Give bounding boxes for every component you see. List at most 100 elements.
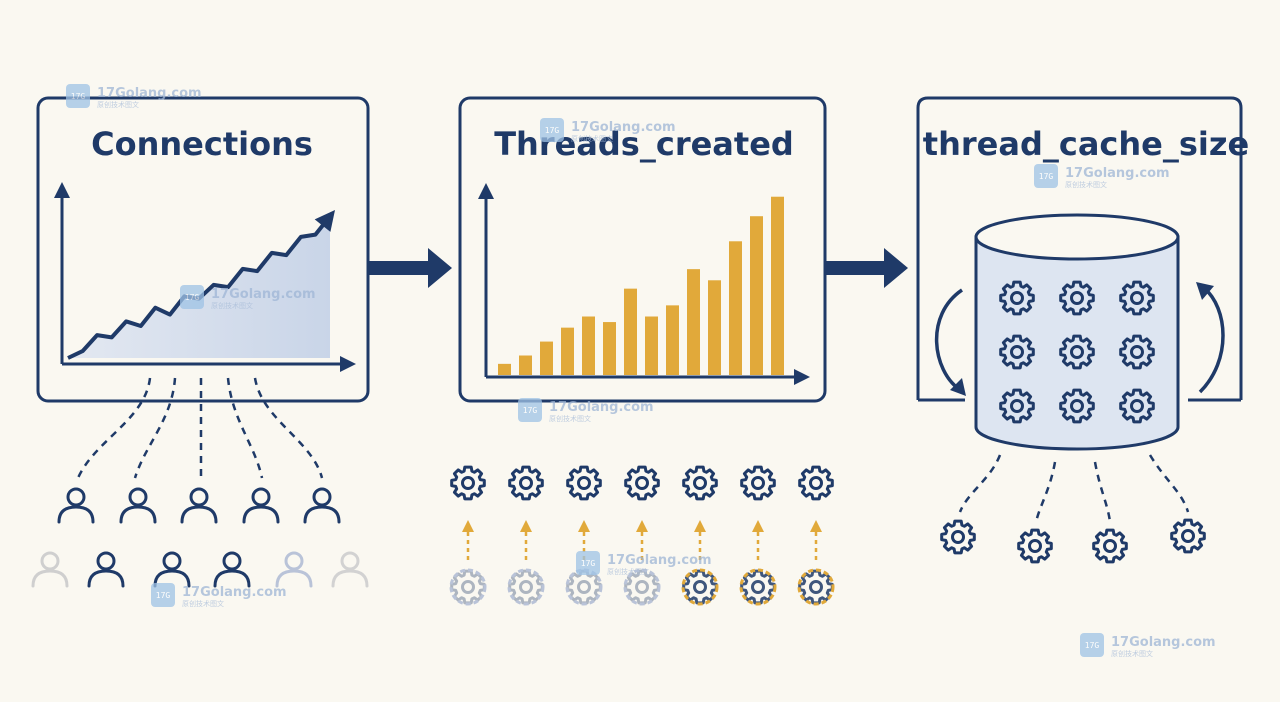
- gear-icon: [450, 465, 486, 501]
- arrow-right-icon: [825, 261, 887, 275]
- bar: [540, 341, 553, 375]
- watermark-logo-icon: [66, 84, 90, 108]
- user-icon: [303, 487, 341, 524]
- bar: [519, 355, 532, 375]
- gear-icon: [624, 465, 660, 501]
- user-icon: [180, 487, 218, 524]
- watermark-logo-text: 17G: [523, 406, 538, 415]
- bar: [771, 196, 784, 375]
- watermark-text: 17Golang.com: [1065, 166, 1170, 181]
- watermark-text: 17Golang.com: [211, 287, 316, 302]
- bar: [729, 241, 742, 375]
- connection-link: [76, 377, 152, 479]
- watermark-subtext: 原创技术图文: [571, 134, 613, 143]
- thread-cache-cylinder: [974, 213, 1180, 451]
- watermark-subtext: 原创技术图文: [607, 567, 649, 576]
- arrow-right-icon: [368, 261, 430, 275]
- reused-threads: [940, 518, 1206, 564]
- user-icon: [275, 551, 313, 588]
- x-axis-arrow-icon: [794, 369, 810, 385]
- watermark-logo-icon: [1080, 633, 1104, 657]
- gear-icon: [508, 465, 544, 501]
- bar: [561, 327, 574, 375]
- bar: [645, 316, 658, 375]
- circular-arrow-icon: [934, 288, 963, 392]
- user-icon: [242, 487, 280, 524]
- gear-icon: [566, 465, 602, 501]
- panel-title-connections: Connections: [91, 125, 313, 163]
- arrow-up-icon: [752, 520, 764, 532]
- arrow-up-icon: [694, 520, 706, 532]
- watermark-subtext: 原创技术图文: [182, 599, 224, 608]
- arrow-up-icon: [578, 520, 590, 532]
- watermark-subtext: 原创技术图文: [211, 301, 253, 310]
- arrow-head: [428, 248, 452, 288]
- gear-icon: [1017, 528, 1053, 564]
- cylinder-body: [974, 235, 1180, 451]
- bar: [750, 216, 763, 375]
- bar: [624, 288, 637, 375]
- cache-links: [958, 454, 1190, 523]
- user-icon: [213, 551, 251, 588]
- cache-link: [1148, 454, 1190, 513]
- gear-icon: [449, 568, 487, 606]
- panel-threads-created: Threads_created: [458, 96, 827, 403]
- x-axis-arrow-icon: [340, 356, 356, 372]
- gear-icon: [623, 568, 661, 606]
- watermark-subtext: 原创技术图文: [97, 100, 139, 109]
- connection-link: [133, 377, 177, 479]
- connection-link: [226, 377, 264, 479]
- watermark-logo-icon: [1034, 164, 1058, 188]
- arrow-up-icon: [462, 520, 474, 532]
- bar: [603, 322, 616, 375]
- connection-links: [76, 377, 324, 479]
- watermark-text: 17Golang.com: [97, 86, 202, 101]
- watermark-subtext: 原创技术图文: [1111, 649, 1153, 658]
- watermark-text: 17Golang.com: [182, 585, 287, 600]
- watermark-text: 17Golang.com: [607, 553, 712, 568]
- gear-icon: [797, 568, 835, 606]
- panel-frame: [458, 96, 827, 403]
- connections-area: [68, 216, 330, 358]
- gear-icon: [1092, 528, 1128, 564]
- arrow-up-icon: [810, 520, 822, 532]
- panel-frame: [36, 96, 370, 403]
- gear-icon: [940, 519, 976, 555]
- user-icon: [57, 487, 95, 524]
- cache-link: [958, 454, 1002, 513]
- panel-frame-top: [916, 96, 1243, 400]
- flow-arrow-1: [368, 248, 452, 288]
- watermark-logo-icon: [576, 551, 600, 575]
- created-threads: [449, 465, 835, 606]
- bar: [582, 316, 595, 375]
- cylinder-top: [974, 213, 1180, 261]
- arrow-head: [1196, 282, 1214, 300]
- arrow-head: [884, 248, 908, 288]
- user-icon: [87, 551, 125, 588]
- bar: [687, 269, 700, 375]
- arrow-up-icon: [520, 520, 532, 532]
- arrow-up-icon: [636, 520, 648, 532]
- watermark-logo-text: 17G: [1085, 641, 1100, 650]
- cache-link: [1093, 461, 1112, 523]
- watermark-text: 17Golang.com: [549, 400, 654, 415]
- connections-trend-arrowhead: [314, 210, 335, 232]
- watermark-logo-text: 17G: [581, 559, 596, 568]
- connections-chart: [54, 182, 356, 372]
- gear-icon: [740, 465, 776, 501]
- gear-icon: [739, 568, 777, 606]
- circular-arrow-icon: [1198, 286, 1225, 394]
- bar: [498, 363, 511, 375]
- gear-icon: [565, 568, 603, 606]
- watermark-logo-icon: [518, 398, 542, 422]
- watermark-logo-icon: [540, 118, 564, 142]
- watermark-logo-icon: [180, 285, 204, 309]
- gear-icon: [507, 568, 545, 606]
